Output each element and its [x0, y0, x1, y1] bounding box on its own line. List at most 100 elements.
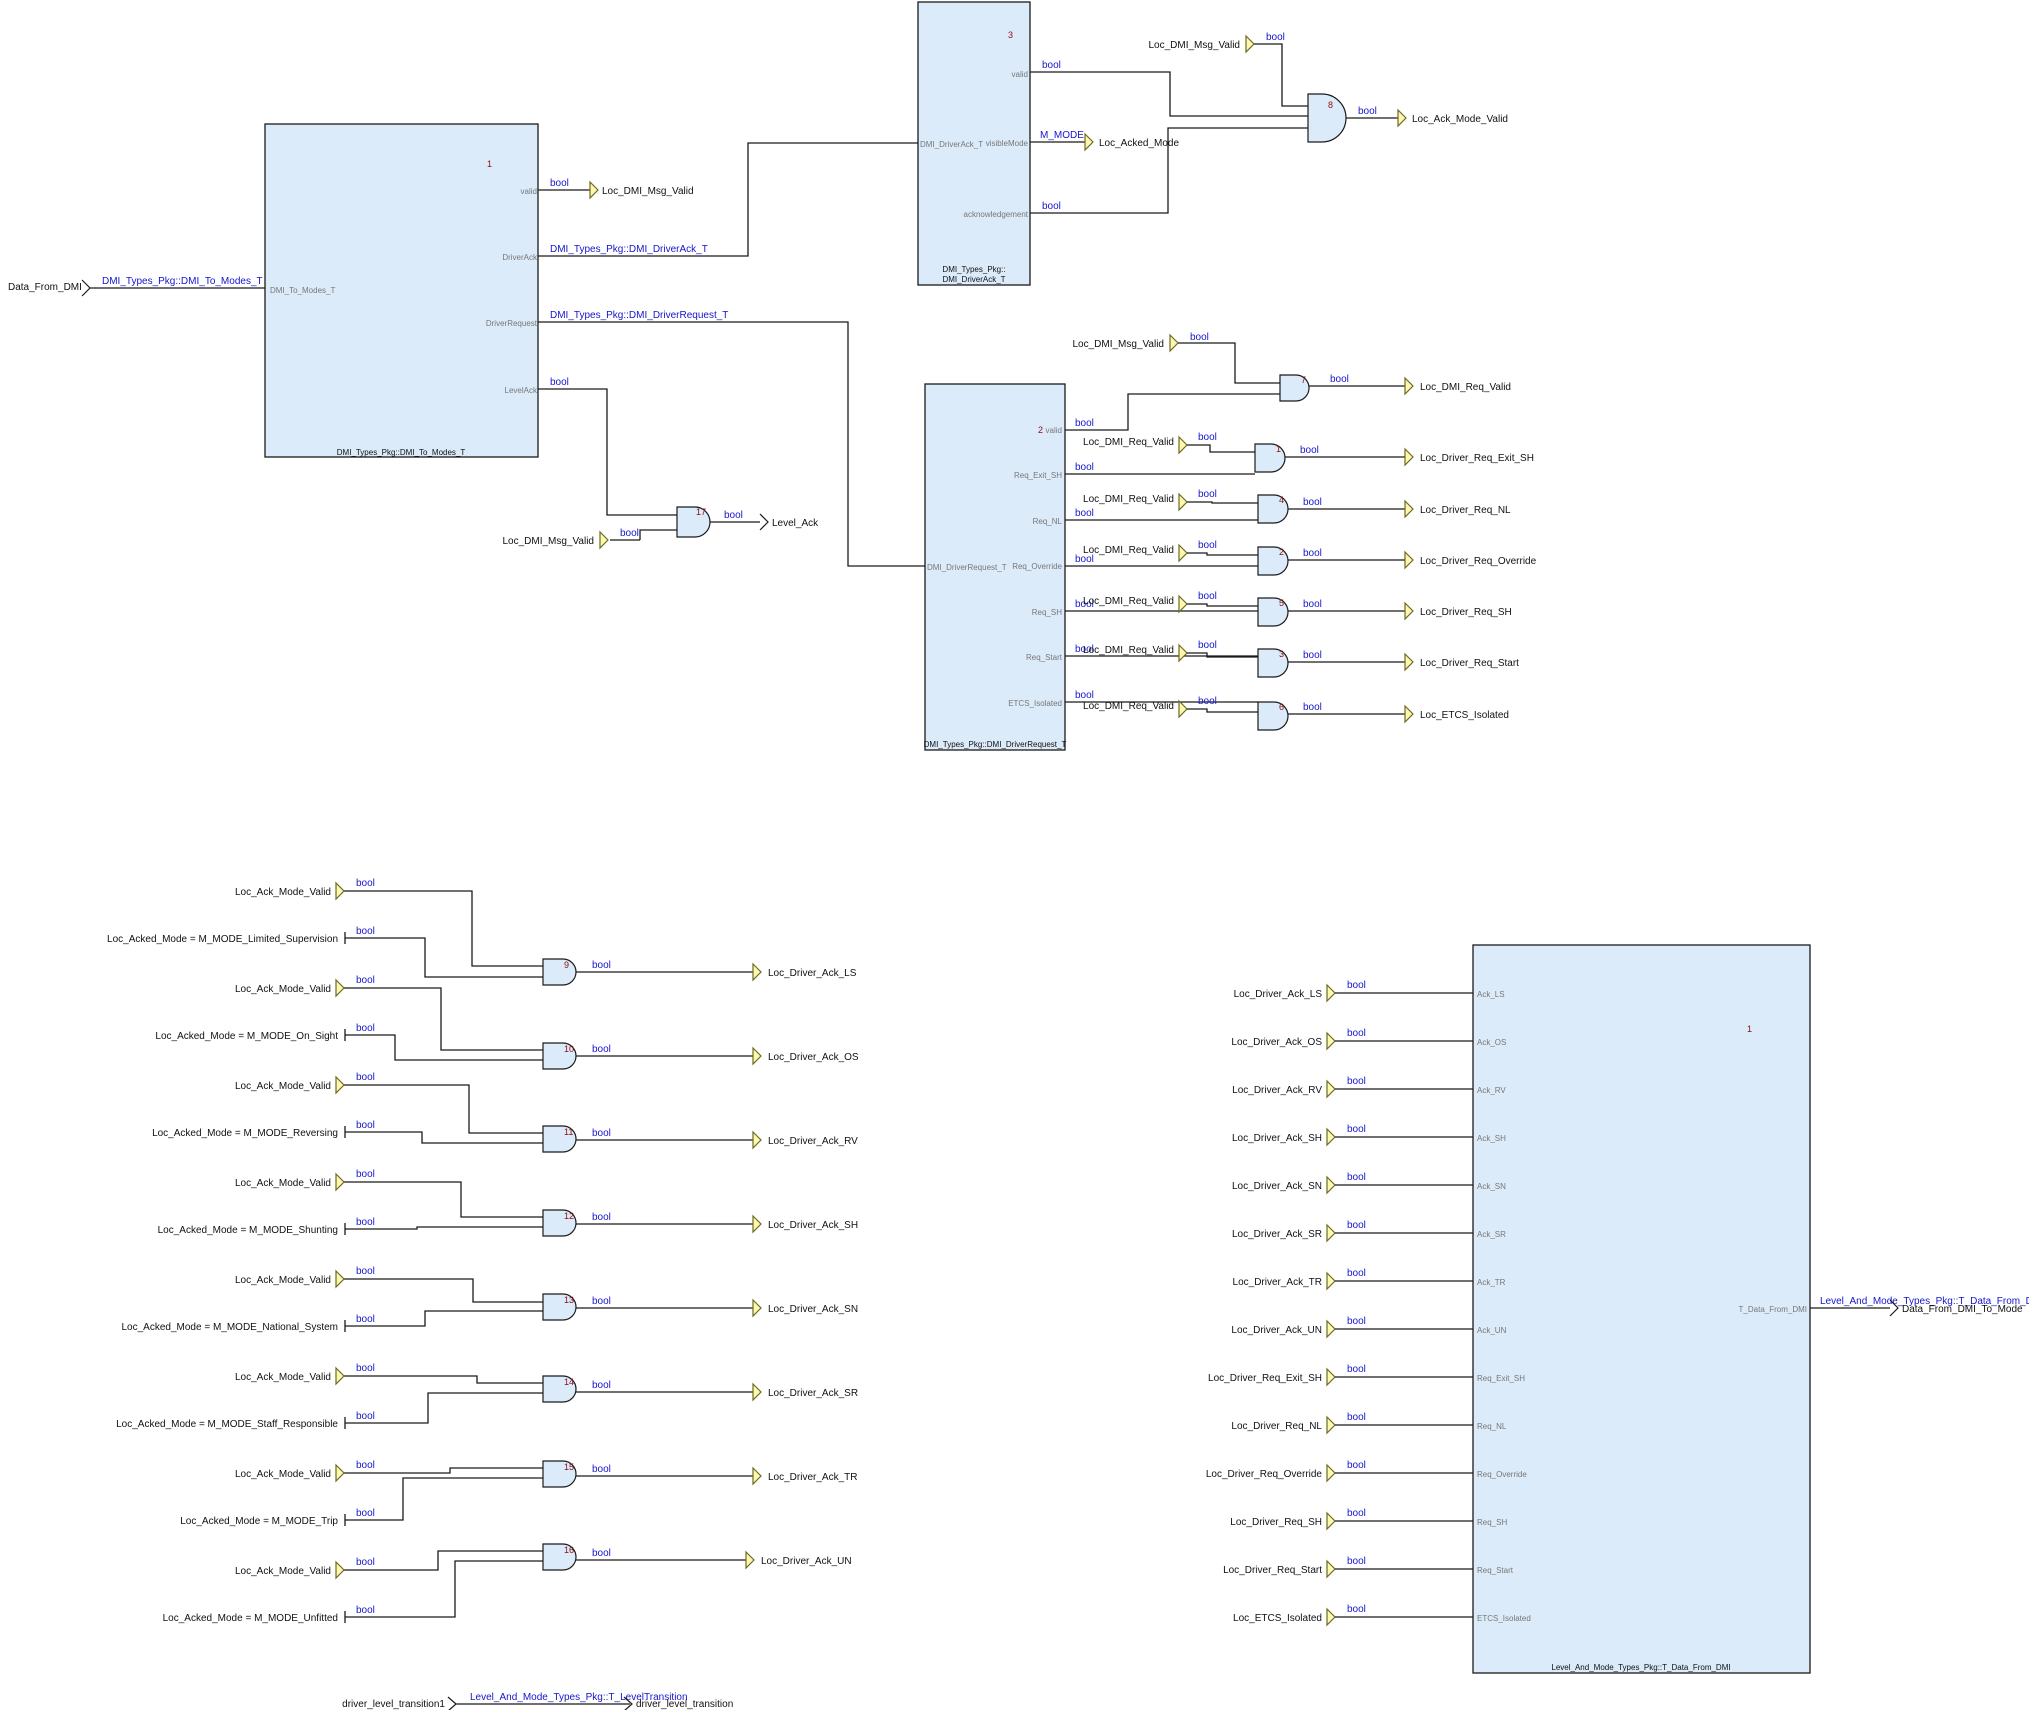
and-gate-7[interactable] [1279, 374, 1310, 402]
local-label: Loc_Ack_Mode_Valid [235, 1566, 331, 1577]
local-terminator [752, 1214, 762, 1234]
local-terminator [1326, 1559, 1336, 1579]
flow-type-label: bool [1303, 548, 1322, 559]
in-port-label: Ack_LS [1477, 990, 1505, 999]
local-label: Loc_Driver_Ack_SN [1232, 1181, 1322, 1192]
ack-group: Loc_Ack_Mode_Valid bool Loc_Acked_Mode =… [107, 878, 857, 986]
local-terminator [1326, 1079, 1336, 1099]
local-label: Loc_Driver_Req_NL [1420, 505, 1511, 516]
and-gate-8[interactable] [1307, 93, 1347, 143]
local-label: Loc_Ack_Mode_Valid [235, 1372, 331, 1383]
flow-type-label: bool [592, 1380, 611, 1391]
and-gate-2[interactable] [1257, 546, 1289, 576]
wire [538, 321, 925, 567]
in-port-label: Ack_OS [1477, 1038, 1506, 1047]
local-terminator [752, 1298, 762, 1318]
and-gate-17[interactable] [676, 506, 711, 538]
wire [345, 1131, 543, 1144]
in-port-label: Ack_SR [1477, 1230, 1506, 1239]
local-terminator [1397, 108, 1407, 128]
in-port-label: Ack_TR [1477, 1278, 1506, 1287]
and-gate-4[interactable] [1257, 494, 1289, 524]
local-terminator [335, 881, 345, 901]
out-port-acknowledgement: acknowledgement [964, 210, 1029, 219]
flow-type-label: bool [550, 377, 569, 388]
block-dmi-driver-request[interactable] [924, 383, 1066, 751]
out-port-req-nl: Req_NL [1033, 517, 1063, 526]
local-terminator [1178, 435, 1188, 455]
gate-number: 12 [564, 1211, 574, 1221]
wire [1254, 43, 1308, 107]
and-gate-ack[interactable] [542, 1042, 577, 1070]
in-port-label: Req_Override [1477, 1470, 1527, 1479]
and-gate-6[interactable] [1257, 701, 1289, 731]
local-label: Loc_Ack_Mode_Valid [235, 984, 331, 995]
flow-type-label: bool [592, 1464, 611, 1475]
and-gate-1[interactable] [1254, 443, 1286, 473]
final-input-row: Loc_Driver_Ack_SR bool Ack_SR [1232, 1220, 1506, 1243]
flow-type-label: bool [1198, 696, 1217, 707]
local-terminator [1326, 1031, 1336, 1051]
block-dmi-driver-ack[interactable] [917, 1, 1031, 286]
final-input-row: Loc_Driver_Ack_TR bool Ack_TR [1233, 1268, 1506, 1291]
and-gate-ack[interactable] [542, 1375, 577, 1403]
local-terminator [599, 530, 609, 550]
wire [345, 1034, 543, 1061]
ack-group: Loc_Ack_Mode_Valid bool Loc_Acked_Mode =… [163, 1543, 852, 1624]
flow-type-label: bool [1347, 1076, 1366, 1087]
flow-type-label: bool [356, 1120, 375, 1131]
flow-type-label: bool [356, 1411, 375, 1422]
wire [639, 529, 677, 540]
local-terminator [1404, 376, 1414, 396]
local-label: Loc_Driver_Ack_OS [768, 1052, 859, 1063]
final-input-row: Loc_Driver_Req_SH bool Req_SH [1230, 1508, 1507, 1531]
local-label: Loc_ETCS_Isolated [1233, 1613, 1322, 1624]
and-gate-ack[interactable] [542, 1543, 577, 1571]
flow-type-label: bool [1347, 980, 1366, 991]
local-label: Loc_Driver_Ack_RV [1232, 1085, 1322, 1096]
flow-type-label: bool [356, 1169, 375, 1180]
local-terminator [1178, 643, 1188, 663]
block-t-data-from-dmi[interactable] [1472, 944, 1811, 1674]
request-gate-row-start: bool Loc_DMI_Req_Valid bool 3 bool Loc_D… [1065, 640, 1519, 678]
mode-expression-label: Loc_Acked_Mode = M_MODE_Trip [180, 1516, 338, 1527]
out-port-driver-ack: DriverAck [502, 253, 538, 262]
out-port-label: T_Data_From_DMI [1739, 1305, 1807, 1314]
local-terminator [1404, 652, 1414, 672]
in-port-label: ETCS_Isolated [1477, 1614, 1531, 1623]
block-name: Level_And_Mode_Types_Pkg::T_Data_From_DM… [1551, 1663, 1730, 1672]
local-label: Loc_Driver_Ack_TR [1233, 1277, 1322, 1288]
mode-expression-label: Loc_Acked_Mode = M_MODE_Limited_Supervis… [107, 934, 338, 945]
flow-type-label: bool [1303, 599, 1322, 610]
local-label: Loc_Driver_Ack_LS [768, 968, 857, 979]
block-name: DMI_Types_Pkg::DMI_To_Modes_T [337, 448, 466, 457]
and-gate-ack[interactable] [542, 1125, 577, 1153]
wire [345, 1477, 543, 1521]
gate-number: 13 [564, 1295, 574, 1305]
flow-type-label: bool [1347, 1364, 1366, 1375]
flow-type-label: bool [1075, 508, 1094, 519]
and-gate-ack[interactable] [542, 1209, 577, 1237]
and-gate-ack[interactable] [542, 958, 577, 986]
out-port-visible-mode: visibleMode [986, 139, 1029, 148]
and-gate-3[interactable] [1257, 648, 1289, 678]
wire [538, 142, 918, 257]
flow-type-label: bool [356, 1460, 375, 1471]
wire [344, 1375, 543, 1384]
wire [1178, 342, 1280, 384]
local-label: Loc_Ack_Mode_Valid [235, 1275, 331, 1286]
local-terminator [752, 962, 762, 982]
block-dmi-to-modes[interactable] [264, 123, 539, 458]
wire [345, 1226, 543, 1230]
output-chevron [759, 513, 769, 531]
and-gate-5[interactable] [1257, 597, 1289, 627]
flow-type-label: bool [356, 926, 375, 937]
flow-type-label: bool [1266, 32, 1285, 43]
and-gate-ack[interactable] [542, 1460, 577, 1488]
flow-type-label: bool [356, 1072, 375, 1083]
local-terminator [1169, 333, 1179, 353]
and-gate-ack[interactable] [542, 1293, 577, 1321]
gate-number: 8 [1328, 100, 1333, 110]
local-label: Loc_Ack_Mode_Valid [235, 1081, 331, 1092]
in-port-label: Req_Exit_SH [1477, 1374, 1525, 1383]
